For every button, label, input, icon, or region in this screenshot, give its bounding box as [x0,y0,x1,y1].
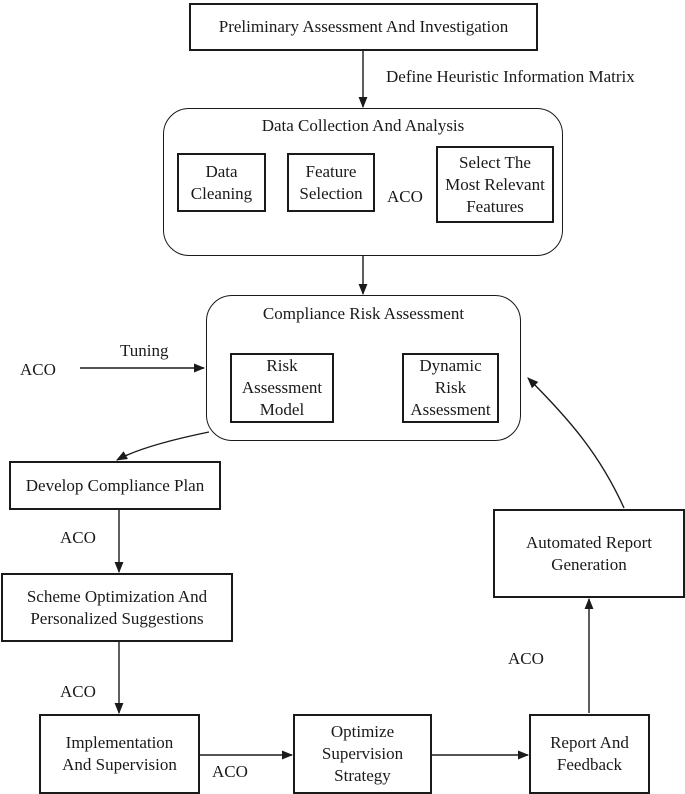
arrow-risk-to-develop-plan [116,431,210,461]
aco-features-label: ACO [387,187,423,206]
preliminary-assessment-label: Preliminary Assessment And Investigation [218,17,509,36]
develop-compliance-plan-box: Develop Compliance Plan [9,461,221,510]
feature-selection-box: Feature Selection [287,153,375,212]
data-cleaning-box: Data Cleaning [177,153,266,212]
data-collection-title: Data Collection And Analysis [261,116,465,135]
aco-report-label: ACO [508,649,544,668]
aco-scheme-label: ACO [60,682,96,701]
implementation-supervision-label: Implementation And Supervision [62,733,177,774]
risk-assessment-title: Compliance Risk Assessment [262,304,465,323]
dynamic-risk-assessment-box: Dynamic Risk Assessment [402,353,499,423]
tuning-label: Tuning [120,341,169,360]
select-relevant-features-box: Select The Most Relevant Features [436,146,554,223]
preliminary-assessment-box: Preliminary Assessment And Investigation [189,3,538,51]
report-feedback-label: Report And Feedback [550,733,629,774]
optimize-supervision-strategy-label: Optimize Supervision Strategy [321,722,404,785]
heuristic-matrix-label: Define Heuristic Information Matrix [386,67,635,86]
arrow-automated-to-risk [527,377,625,509]
aco-external-label: ACO [20,360,56,379]
data-cleaning-label: Data Cleaning [190,161,253,203]
automated-report-box: Automated Report Generation [493,509,685,598]
optimize-supervision-strategy-box: Optimize Supervision Strategy [293,714,432,794]
develop-compliance-plan-label: Develop Compliance Plan [25,475,205,495]
dynamic-risk-assessment-label: Dynamic Risk Assessment [410,356,491,419]
risk-assessment-model-box: Risk Assessment Model [230,353,334,423]
risk-assessment-model-label: Risk Assessment Model [241,356,323,419]
scheme-optimization-box: Scheme Optimization And Personalized Sug… [1,573,233,642]
implementation-supervision-box: Implementation And Supervision [39,714,200,794]
aco-implementation-label: ACO [212,762,248,781]
aco-plan-label: ACO [60,528,96,547]
scheme-optimization-label: Scheme Optimization And Personalized Sug… [26,586,208,628]
automated-report-label: Automated Report Generation [525,532,653,574]
feature-selection-label: Feature Selection [299,161,363,203]
select-relevant-features-label: Select The Most Relevant Features [445,152,545,216]
report-feedback-box: Report And Feedback [529,714,650,794]
